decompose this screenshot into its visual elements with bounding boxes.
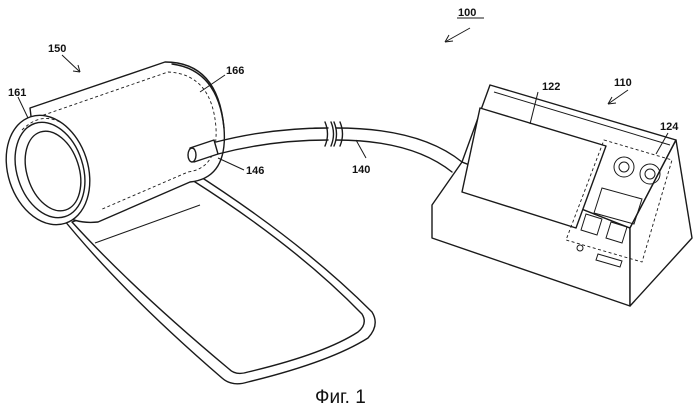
label-operation-unit: 124 (660, 121, 679, 133)
label-connector: 146 (246, 165, 264, 177)
label-cuff-edge: 161 (8, 87, 26, 99)
figure-caption: Фиг. 1 (315, 387, 366, 408)
label-cuff-cover: 166 (226, 65, 244, 77)
label-device: 100 (458, 7, 476, 19)
label-display: 122 (542, 81, 560, 93)
label-main-body: 110 (614, 77, 632, 89)
label-cuff: 150 (48, 43, 66, 55)
main-body (432, 85, 692, 306)
label-tube: 140 (352, 164, 370, 176)
